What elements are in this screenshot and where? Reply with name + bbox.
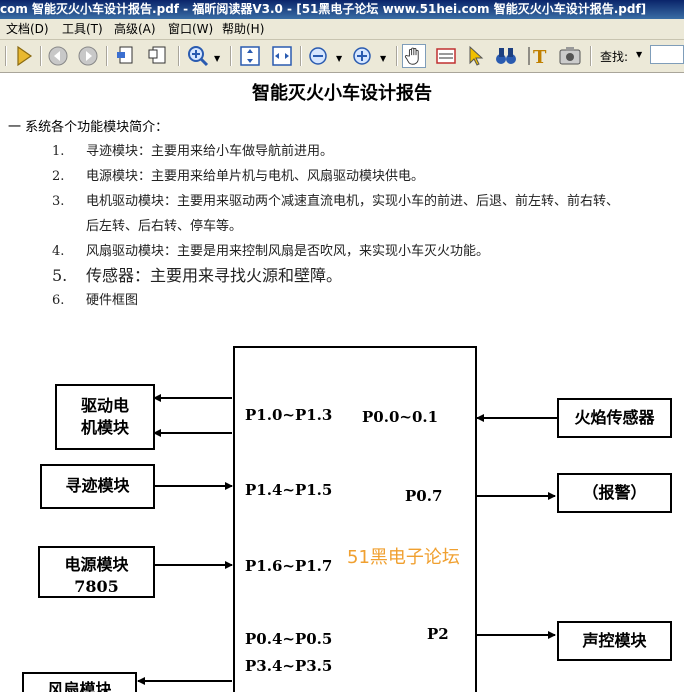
- play-icon[interactable]: [12, 44, 36, 68]
- item-text: 风扇驱动模块：主要是用来控制风扇是否吹风，来实现小车灭火功能。: [86, 244, 490, 259]
- pin-label: P1.0~P1.3: [245, 406, 333, 424]
- svg-text:T: T: [533, 47, 547, 68]
- pin-label: P0.7: [405, 487, 443, 505]
- pin-label: P1.4~P1.5: [245, 481, 333, 499]
- menu-help[interactable]: 帮助(H): [222, 22, 265, 36]
- continuous-page-icon[interactable]: [146, 44, 170, 68]
- find-label: 查找:: [600, 50, 629, 64]
- item-text: 寻迹模块：主要用来给小车做导航前进用。: [86, 144, 334, 159]
- item-number: 6.: [52, 293, 65, 308]
- window-title: com 智能灭火小车设计报告.pdf - 福昕阅读器V3.0 - [51黑电子论…: [0, 2, 647, 16]
- hand-tool-icon[interactable]: [402, 44, 426, 68]
- list-item: 4. 风扇驱动模块：主要是用来控制风扇是否吹风，来实现小车灭火功能。: [52, 240, 489, 259]
- menu-window[interactable]: 窗口(W): [168, 22, 214, 36]
- pin-label: P0.0~0.1: [362, 408, 439, 426]
- zoom-dropdown-icon[interactable]: ▼: [214, 54, 221, 63]
- zoom-out-icon[interactable]: [306, 44, 330, 68]
- section-intro: 一 系统各个功能模块简介：: [8, 120, 169, 135]
- list-item: 5. 传感器：主要用来寻找火源和壁障。: [52, 262, 342, 286]
- motor-driver-box: 驱动电 机模块: [55, 384, 155, 450]
- document-title: 智能灭火小车设计报告: [252, 83, 432, 104]
- find-input[interactable]: [650, 45, 684, 64]
- item-number: 4.: [52, 244, 65, 259]
- toolbar: ▼ ▼ ▼ T: [0, 40, 684, 73]
- list-item: 3. 电机驱动模块：主要用来驱动两个减速直流电机，实现小车的前进、后退、前左转、前…: [52, 190, 619, 209]
- zoom-out-dropdown-icon[interactable]: ▼: [336, 54, 343, 63]
- item-text-continued: 后左转、后右转、停车等。: [86, 219, 243, 234]
- zoom-plus-icon[interactable]: [350, 44, 374, 68]
- zoom-in-icon[interactable]: [186, 44, 210, 68]
- item-number: 3.: [52, 194, 65, 209]
- list-item: 2. 电源模块：主要用来给单片机与电机、风扇驱动模块供电。: [52, 165, 424, 184]
- document-page: 智能灭火小车设计报告 一 系统各个功能模块简介： 1. 寻迹模块：主要用来给小车做…: [0, 73, 684, 692]
- pin-label: P0.4~P0.5: [245, 630, 333, 648]
- previous-page-icon[interactable]: [46, 44, 70, 68]
- item-number: 1.: [52, 144, 65, 159]
- pin-label: P2: [427, 625, 449, 643]
- zoom-plus-dropdown-icon[interactable]: ▼: [380, 54, 387, 63]
- diagram-connectors: [137, 394, 557, 685]
- mcu-box: [233, 346, 477, 692]
- fit-width-icon[interactable]: [270, 44, 294, 68]
- text-select-icon[interactable]: T: [526, 44, 550, 68]
- item-text: 电机驱动模块：主要用来驱动两个减速直流电机，实现小车的前进、后退、前左转、前右转…: [86, 194, 620, 209]
- flame-sensor-box: 火焰传感器: [557, 398, 672, 438]
- tracking-module-box: 寻迹模块: [40, 464, 155, 509]
- single-page-icon[interactable]: [114, 44, 138, 68]
- item-text: 硬件框图: [86, 293, 139, 308]
- next-page-icon[interactable]: [76, 44, 100, 68]
- item-number: 2.: [52, 169, 65, 184]
- select-pointer-icon[interactable]: [464, 44, 488, 68]
- binoculars-icon[interactable]: [494, 44, 518, 68]
- find-options-dropdown-icon[interactable]: ▼: [636, 50, 643, 59]
- fit-page-icon[interactable]: [238, 44, 262, 68]
- list-item: 1. 寻迹模块：主要用来给小车做导航前进用。: [52, 140, 333, 159]
- camera-icon[interactable]: [558, 44, 582, 68]
- item-text: 传感器：主要用来寻找火源和壁障。: [86, 266, 343, 285]
- fan-module-box: 风扇模块: [22, 672, 137, 692]
- menu-document[interactable]: 文档(D): [6, 22, 49, 36]
- alarm-box: （报警）: [557, 473, 672, 513]
- item-number: 5.: [52, 266, 68, 285]
- watermark: 51黑电子论坛: [347, 547, 460, 568]
- pin-label: P1.6~P1.7: [245, 557, 333, 575]
- list-item: 6. 硬件框图: [52, 289, 138, 308]
- menu-bar: 文档(D) 工具(T) 高级(A) 窗口(W) 帮助(H): [0, 19, 684, 40]
- menu-tools[interactable]: 工具(T): [62, 22, 103, 36]
- voice-module-box: 声控模块: [557, 621, 672, 661]
- menu-advanced[interactable]: 高级(A): [114, 22, 156, 36]
- item-text: 电源模块：主要用来给单片机与电机、风扇驱动模块供电。: [86, 169, 425, 184]
- window-title-bar: com 智能灭火小车设计报告.pdf - 福昕阅读器V3.0 - [51黑电子论…: [0, 0, 684, 19]
- power-module-box: 电源模块 7805: [38, 546, 155, 598]
- pin-label: P3.4~P3.5: [245, 657, 333, 675]
- snapshot-icon[interactable]: [434, 44, 458, 68]
